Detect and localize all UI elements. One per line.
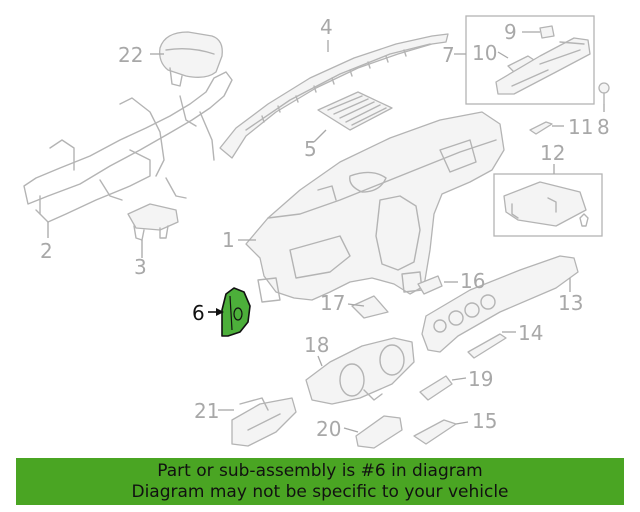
- callout-18[interactable]: 18: [304, 333, 329, 357]
- banner-line-part-info: Part or sub-assembly is #6 in diagram: [157, 460, 483, 481]
- callout-19[interactable]: 19: [468, 367, 493, 391]
- banner-line-disclaimer: Diagram may not be specific to your vehi…: [131, 481, 509, 502]
- callout-21[interactable]: 21: [194, 399, 219, 423]
- part-2-cross-car-beam[interactable]: [23, 71, 233, 223]
- part-11-plate[interactable]: [529, 121, 553, 135]
- part-19-trim-piece[interactable]: [419, 375, 453, 401]
- callout-9[interactable]: 9: [504, 20, 517, 44]
- callout-3[interactable]: 3: [134, 255, 147, 279]
- part-8-clip[interactable]: [598, 82, 610, 105]
- callout-labels: 22 4 7 9 10 8 11 5 12 1 2 3 16 17 13 6 1…: [40, 15, 610, 441]
- callout-4[interactable]: 4: [320, 15, 333, 39]
- callout-12[interactable]: 12: [540, 141, 565, 165]
- part-5-speaker-grille[interactable]: [317, 91, 393, 131]
- callout-22[interactable]: 22: [118, 43, 143, 67]
- part-20-trim-piece[interactable]: [355, 415, 403, 449]
- callout-13[interactable]: 13: [558, 291, 583, 315]
- callout-20[interactable]: 20: [316, 417, 341, 441]
- callout-5[interactable]: 5: [304, 137, 317, 161]
- callout-16[interactable]: 16: [460, 269, 485, 293]
- part-15-trim-piece[interactable]: [413, 419, 457, 445]
- part-3-bracket[interactable]: [127, 203, 179, 241]
- part-18-cluster-bezel[interactable]: [305, 337, 415, 405]
- part-7-group-box[interactable]: [465, 15, 595, 105]
- callout-17[interactable]: 17: [320, 291, 345, 315]
- callout-14[interactable]: 14: [518, 321, 543, 345]
- parts-diagram: 22 4 7 9 10 8 11 5 12 1 2 3 16 17 13 6 1…: [23, 15, 610, 449]
- callout-1[interactable]: 1: [222, 228, 235, 252]
- callout-6-highlighted[interactable]: 6: [192, 301, 205, 325]
- part-12-group-box[interactable]: [493, 173, 603, 237]
- info-banner: Part or sub-assembly is #6 in diagram Di…: [16, 458, 624, 505]
- callout-10[interactable]: 10: [472, 41, 497, 65]
- part-4-defroster-grille[interactable]: [219, 33, 449, 159]
- part-17-trim-piece[interactable]: [351, 295, 389, 319]
- leader-lines: [47, 31, 605, 433]
- part-13-trim-panel[interactable]: [421, 255, 579, 353]
- callout-15[interactable]: 15: [472, 409, 497, 433]
- part-14-trim-piece[interactable]: [467, 333, 507, 359]
- part-22-airbag-module[interactable]: [159, 31, 223, 87]
- part-16-trim-piece[interactable]: [417, 275, 443, 295]
- callout-7[interactable]: 7: [442, 43, 455, 67]
- callout-8[interactable]: 8: [597, 115, 610, 139]
- part-21-glove-box[interactable]: [231, 397, 297, 447]
- part-6-end-cap-highlighted[interactable]: [221, 287, 251, 337]
- callout-11[interactable]: 11: [568, 115, 593, 139]
- callout-2[interactable]: 2: [40, 239, 53, 263]
